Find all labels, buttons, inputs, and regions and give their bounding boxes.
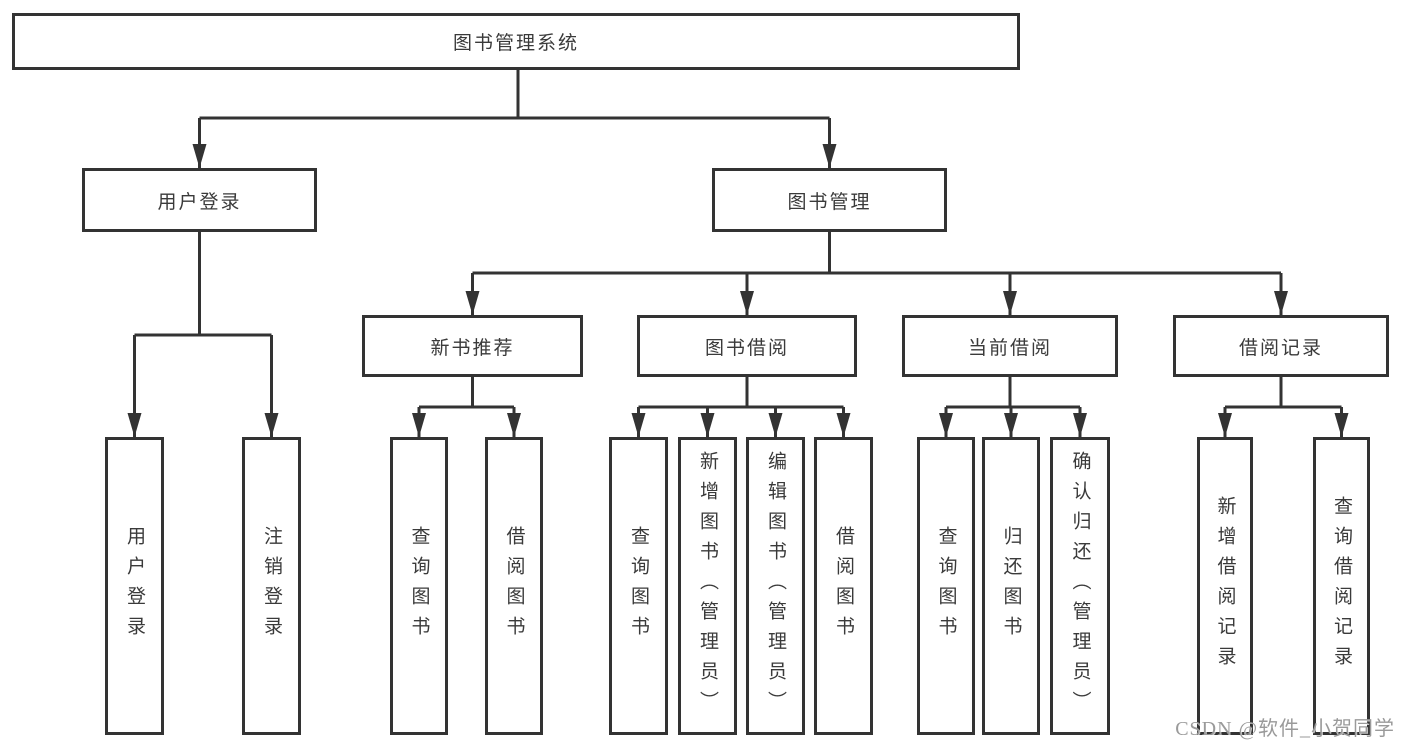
node-book-management: 图书管理 — [712, 168, 947, 232]
node-book-borrow: 图书借阅 — [637, 315, 857, 377]
connector-root-split — [199, 70, 830, 120]
leaf-return-books-label: 归还图书 — [1000, 526, 1022, 646]
connector-user-login-split — [134, 232, 272, 337]
connector-new-book-split — [419, 377, 514, 409]
node-borrow-records-label: 借阅记录 — [1238, 337, 1323, 359]
leaf-current-query-books: 查询图书 — [917, 437, 975, 735]
node-new-book-recommend-label: 新书推荐 — [430, 337, 515, 359]
leaf-current-query-books-label: 查询图书 — [935, 526, 957, 646]
connector-book-borrow-split — [638, 377, 844, 409]
connector-current-borrow-split — [946, 377, 1080, 409]
leaf-add-borrow-record-label: 新增借阅记录 — [1214, 496, 1236, 676]
node-current-borrow-label: 当前借阅 — [967, 337, 1052, 359]
node-library-system: 图书管理系统 — [12, 13, 1020, 70]
leaf-add-book-admin: 新增图书（管理员） — [678, 437, 737, 735]
connector-borrow-records-split — [1225, 377, 1342, 409]
leaf-borrow-books: 借阅图书 — [814, 437, 873, 735]
node-borrow-records: 借阅记录 — [1173, 315, 1389, 377]
leaf-logout: 注销登录 — [242, 437, 301, 735]
node-user-login-label: 用户登录 — [157, 191, 242, 213]
node-book-management-label: 图书管理 — [787, 191, 872, 213]
leaf-return-books: 归还图书 — [982, 437, 1040, 735]
leaf-add-borrow-record: 新增借阅记录 — [1197, 437, 1253, 735]
connector-book-management-split — [472, 232, 1281, 275]
leaf-borrow-books-label: 借阅图书 — [833, 526, 854, 646]
leaf-recommend-query-books: 查询图书 — [390, 437, 448, 735]
leaf-recommend-borrow-books-label: 借阅图书 — [503, 526, 525, 646]
node-book-borrow-label: 图书借阅 — [704, 337, 789, 359]
leaf-borrow-query-books-label: 查询图书 — [628, 526, 649, 646]
leaf-recommend-query-books-label: 查询图书 — [408, 526, 430, 646]
leaf-edit-book-admin-label: 编辑图书（管理员） — [765, 451, 786, 721]
leaf-user-login: 用户登录 — [105, 437, 164, 735]
leaf-add-book-admin-label: 新增图书（管理员） — [697, 451, 718, 721]
leaf-recommend-borrow-books: 借阅图书 — [485, 437, 543, 735]
leaf-query-borrow-record: 查询借阅记录 — [1313, 437, 1370, 735]
node-current-borrow: 当前借阅 — [902, 315, 1118, 377]
leaf-confirm-return-admin: 确认归还（管理员） — [1050, 437, 1110, 735]
leaf-query-borrow-record-label: 查询借阅记录 — [1331, 496, 1352, 676]
leaf-confirm-return-admin-label: 确认归还（管理员） — [1069, 451, 1091, 721]
connector-wires — [127, 70, 1349, 437]
watermark: CSDN @软件_小贺同学 — [1175, 718, 1395, 740]
node-new-book-recommend: 新书推荐 — [362, 315, 583, 377]
node-library-system-label: 图书管理系统 — [452, 33, 579, 54]
leaf-logout-label: 注销登录 — [261, 526, 282, 646]
node-user-login: 用户登录 — [82, 168, 317, 232]
leaf-user-login-label: 用户登录 — [124, 526, 145, 646]
leaf-borrow-query-books: 查询图书 — [609, 437, 668, 735]
leaf-edit-book-admin: 编辑图书（管理员） — [746, 437, 805, 735]
